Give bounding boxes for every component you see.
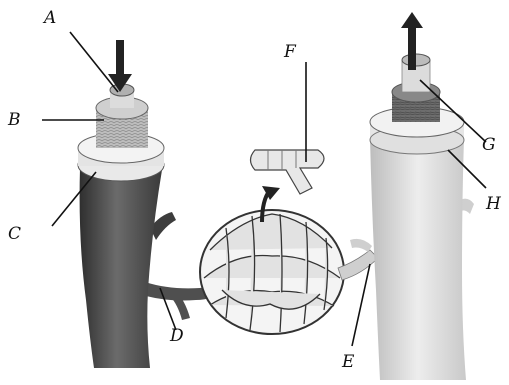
- vein-flow-arrow-shaft: [408, 26, 416, 70]
- vein: [370, 12, 474, 380]
- capillary-segment-tube: [251, 150, 325, 194]
- venule-branch: [350, 239, 372, 252]
- label-g: G: [482, 137, 496, 154]
- label-b: B: [8, 112, 21, 129]
- vein-trunk: [370, 138, 466, 380]
- artery-trunk: [80, 168, 162, 368]
- label-e: E: [342, 354, 354, 371]
- capillary-segment: [251, 150, 325, 194]
- label-h: H: [486, 196, 501, 213]
- label-d: D: [170, 328, 184, 345]
- label-c: C: [8, 226, 21, 243]
- artery-flow-arrow-shaft: [116, 40, 124, 76]
- leader-line-e: [352, 264, 370, 346]
- leader-line-a: [70, 32, 118, 92]
- vein-flow-arrow-head: [401, 12, 423, 28]
- label-a: A: [44, 10, 56, 27]
- artery: [78, 40, 228, 368]
- capillary-bed: [200, 186, 378, 334]
- label-f: F: [284, 44, 296, 61]
